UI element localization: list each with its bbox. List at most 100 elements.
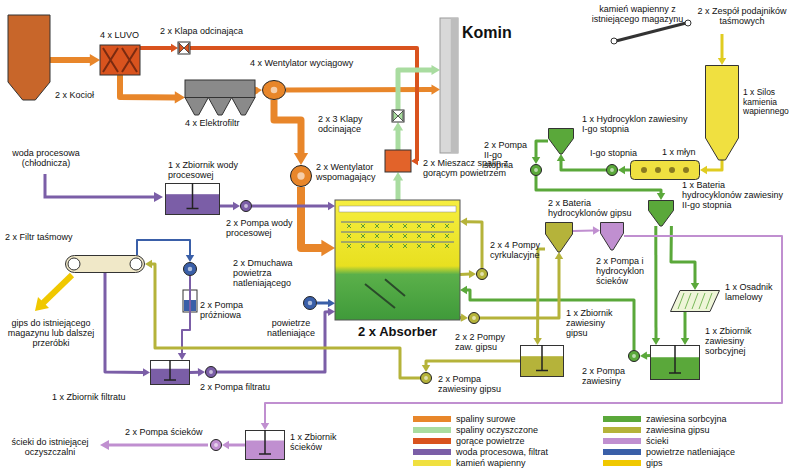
pipe-line [182,276,190,354]
legend-text: gips [646,458,663,468]
pipe-connector [137,240,194,262]
equipment-label: 2 x Pompa filtratu [200,382,290,392]
legend-text: zawiesina sorbcyjna [646,414,727,424]
pipe-connector [618,166,630,174]
pipe-line [217,312,329,372]
arrow-head [555,252,563,259]
arrow-head [422,365,430,372]
arrow-head [145,260,152,268]
pipe-line [137,240,190,256]
pipe-line [671,226,695,284]
arrow-head [393,122,403,131]
arrow-head [175,91,185,103]
conveyor-roller [685,20,691,26]
pipe-line [228,444,245,447]
pipe-line [220,205,234,208]
arrow-head [222,441,229,449]
equipment-pump: 2 x Pompa wody procesowej [240,200,252,212]
equipment-label: 1 x Zbiornik wody procesowej [168,160,278,180]
pipe-line [536,141,548,158]
equipment-shape [606,164,618,176]
equipment-shape [385,150,411,172]
arrow-head [90,54,100,66]
arrow-head [593,226,600,234]
legend-text: ścieki [646,436,669,446]
pipe-connector [222,441,245,449]
pipe-line [706,160,722,170]
equipment-shape [628,350,640,362]
pipe-line [460,273,470,276]
equipment-label: 1 x Zbiornik filtratu [52,392,147,402]
legend-swatch [603,416,641,422]
stream-label: ścieki do istniejącej oczyszczalni [5,437,95,457]
pipe-line [480,258,559,318]
equipment-label: 1 x Hydrocyklon zawiesiny I-go stopnia [582,114,692,134]
equipment-fan: 4 x Wentylator wyciągowy [262,80,286,100]
pipe-connector [317,299,335,307]
legend-text: gorące powietrze [456,436,525,446]
arrow-head [533,338,541,345]
belt-conveyor [612,22,690,42]
equipment-shape [205,366,217,378]
equipment-label: 2 x Pompa zawiesiny gipsu [438,374,513,394]
equipment-label: 2 x Pompa II-go stopnia [484,140,528,170]
legend-text: zawiesina gipsu [646,425,710,435]
equipment-shape [262,80,286,100]
legend-swatch [413,438,451,444]
pipe-connector [573,226,600,234]
equipment-label: 1 x Zbiornik zawiesiny sorbcyjnej [705,326,767,356]
equipment-label: 1 x Zbiornik zawiesiny gipsu [566,308,620,338]
equipment-label: 2 x 4 Pompy cyrkulacyjne [490,240,543,260]
equipment-shape [530,164,542,176]
legend-swatch [603,460,641,466]
gypsum-outlet-line [42,275,72,304]
equipment-label: 2 x Pompa zawiesiny [582,366,632,386]
legend-swatch [413,449,451,455]
equipment-pump: 2 x Pompa filtratu [205,366,217,378]
equipment-shape [178,42,190,54]
arrow-head [171,44,178,52]
pipe-line [190,48,417,161]
equipment-label: 2 x Zespół podajników taśmowych [693,6,791,26]
legend-swatch [603,449,641,455]
equipment-shape [650,345,700,380]
arrow-head [328,202,335,210]
arrow-head [233,202,240,210]
equipment-label: 2 x Pompa próżniowa [200,300,260,320]
equipment-label: 1 x Silos kamienia wapiennego [743,88,791,117]
equipment-shape [240,200,252,212]
pipe-connector [120,75,185,104]
legend-text: spaliny oczyszczone [456,425,538,435]
equipment-pump: 2 x Pompa próżniowa [183,262,197,276]
arrow-head [700,166,707,174]
arrow-head [461,313,468,321]
pipe-line [286,87,433,92]
equipment-label: 1 x Zbiornik ścieków [290,432,350,452]
equipment-shape [545,222,573,252]
arrow-head [469,270,476,278]
equipment-label: 2 x Mieszacz spalin z gorącym powietrzem [423,158,543,178]
equipment-shape [600,222,624,250]
pipe-line [684,312,687,339]
legend-swatch [603,438,641,444]
equipment-label: 2 x 3 Klapy odcinające [318,114,383,134]
arrow-head [328,308,335,316]
legend-swatch [603,427,641,433]
equipment-label: 2 x Absorber [335,325,460,340]
equipment-pump: 2 x 2 Pompy zaw. gipsu [468,312,480,324]
arrow-head [460,286,467,294]
pipe-connector [140,44,178,52]
wastewater-outlet-line [108,444,208,447]
legend-swatch [413,416,451,422]
equipment-cone: 1 x Bateria hydrocyklonów zawiesiny II-g… [648,200,674,226]
equipment-valve: 2 x Klapa odcinająca [178,42,190,54]
equipment-cone: 1 x Hydrocyklon zawiesiny I-go stopnia [548,128,574,154]
arrow-head [532,157,540,164]
equipment-shape [8,15,50,100]
equipment-shape [705,65,739,160]
equipment-fan: 2 x Wentylator wspomagający [290,165,312,187]
pipe-connector [190,368,205,376]
equipment-tank: 1 x Zbiornik zawiesiny sorbcyjnej [650,345,700,380]
pipe-connector [393,172,403,200]
equipment-belt: 2 x Filtr taśmowy [65,255,145,273]
